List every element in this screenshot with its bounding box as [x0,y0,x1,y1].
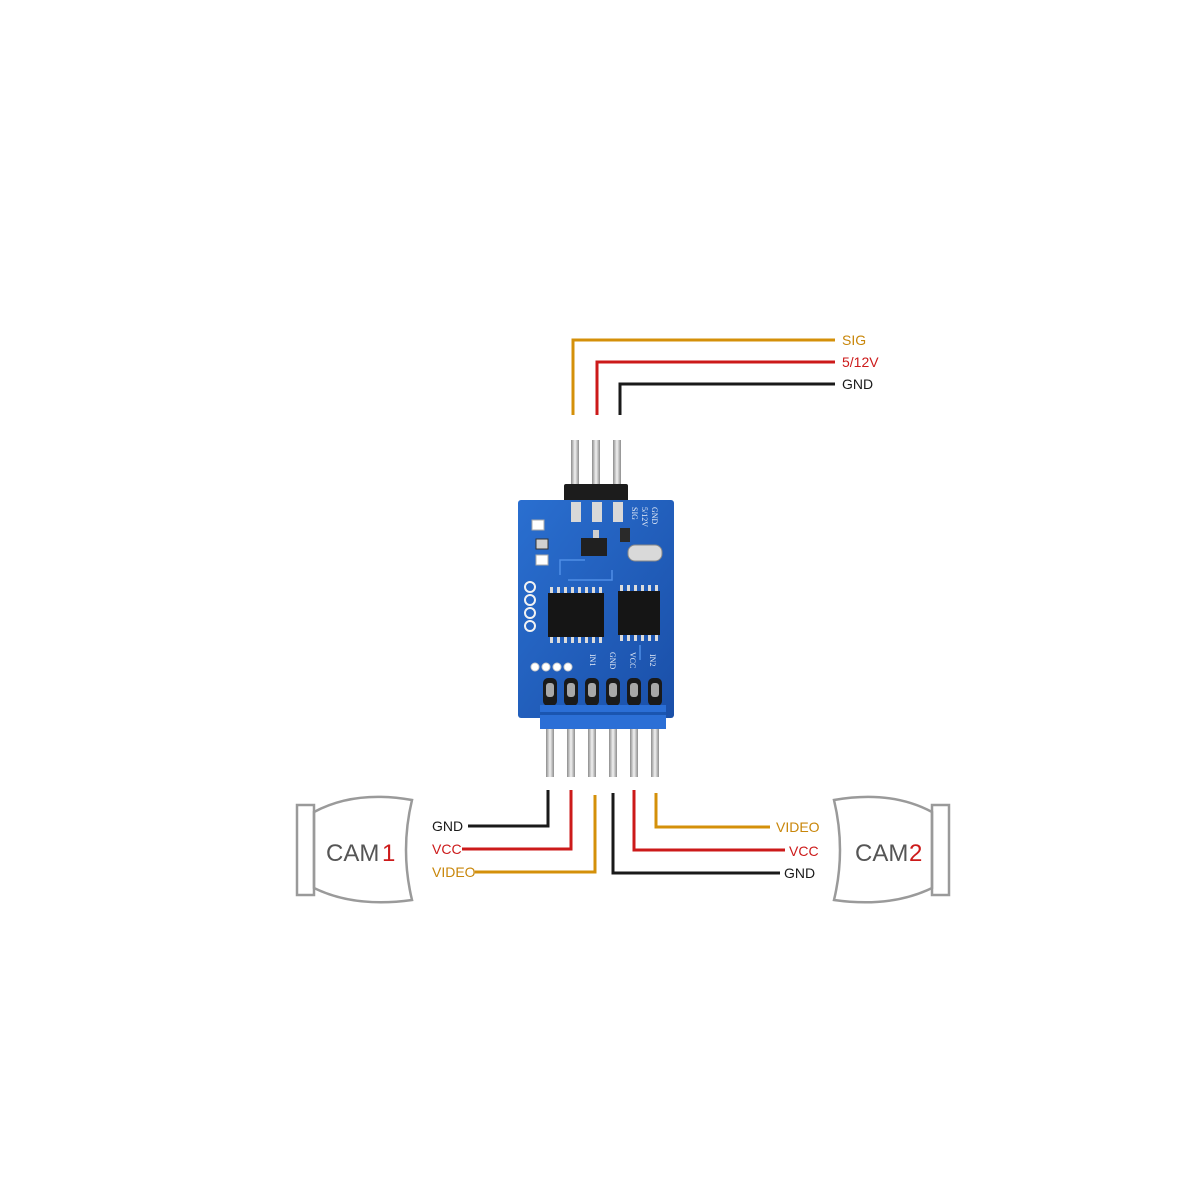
bottom-pin-3 [588,729,596,777]
silk-gnd: GND [650,507,659,525]
led-3 [535,554,549,566]
cam2-gnd-wire [611,793,780,875]
bottom-pin-5 [630,729,638,777]
sig-label: SIG [842,332,866,348]
cam2-video-label: VIDEO [776,819,820,835]
cam2-number: 2 [909,840,922,867]
cam2-label: CAM [855,840,908,867]
cam1-label: CAM [326,840,379,867]
power-wire [595,360,835,415]
cam2-vcc-label: VCC [789,843,819,859]
bottom-pin-1 [546,729,554,777]
cam1-vcc-wire [462,790,573,851]
led-1 [531,519,545,531]
cam1-video-wire [475,795,597,874]
top-pin-3 [613,440,621,492]
top-pin-2 [592,440,600,492]
cam1-wires: GND VCC VIDEO [432,790,597,880]
silk-power: 5/12V [640,507,649,527]
vias-left [524,581,536,632]
silk-sig: SIG [630,507,639,520]
cam2-vcc-wire [632,790,785,852]
bottom-pin-2 [567,729,575,777]
ic-2 [618,591,660,635]
cam2-gnd-label: GND [784,865,815,881]
crystal [627,544,663,562]
smd-2 [535,538,549,550]
ic-1 [548,593,604,637]
top-pin-1 [571,440,579,492]
bottom-pin-6 [651,729,659,777]
sig-wire [571,338,835,415]
bottom-pin-header [540,678,666,777]
switcher-board: GND 5/12V SIG [518,500,674,718]
silk-in1: IN1 [588,654,597,666]
input-wires: SIG 5/12V GND [571,332,879,415]
cam1-vcc-label: VCC [432,841,462,857]
top-pin-header [564,440,628,506]
vias-bottom [530,662,573,672]
cam1-gnd-wire [468,790,550,828]
cam2-wires: VIDEO VCC GND [611,790,820,881]
power-label: 5/12V [842,354,879,370]
silk-in2: IN2 [648,654,657,666]
cam1-video-label: VIDEO [432,864,476,880]
cam1-icon: CAM 1 [295,795,414,904]
cap-1 [620,528,630,542]
regulator [581,538,607,556]
cam1-number: 1 [382,840,395,867]
cam2-icon: CAM 2 [832,795,951,904]
cam1-gnd-label: GND [432,818,463,834]
gnd-wire [618,382,835,415]
gnd-label: GND [842,376,873,392]
silk-gnd2: GND [608,652,617,670]
bottom-header-housing [540,705,666,729]
bottom-pin-4 [609,729,617,777]
cam2-video-wire [654,793,770,829]
silk-vcc: VCC [628,652,637,668]
